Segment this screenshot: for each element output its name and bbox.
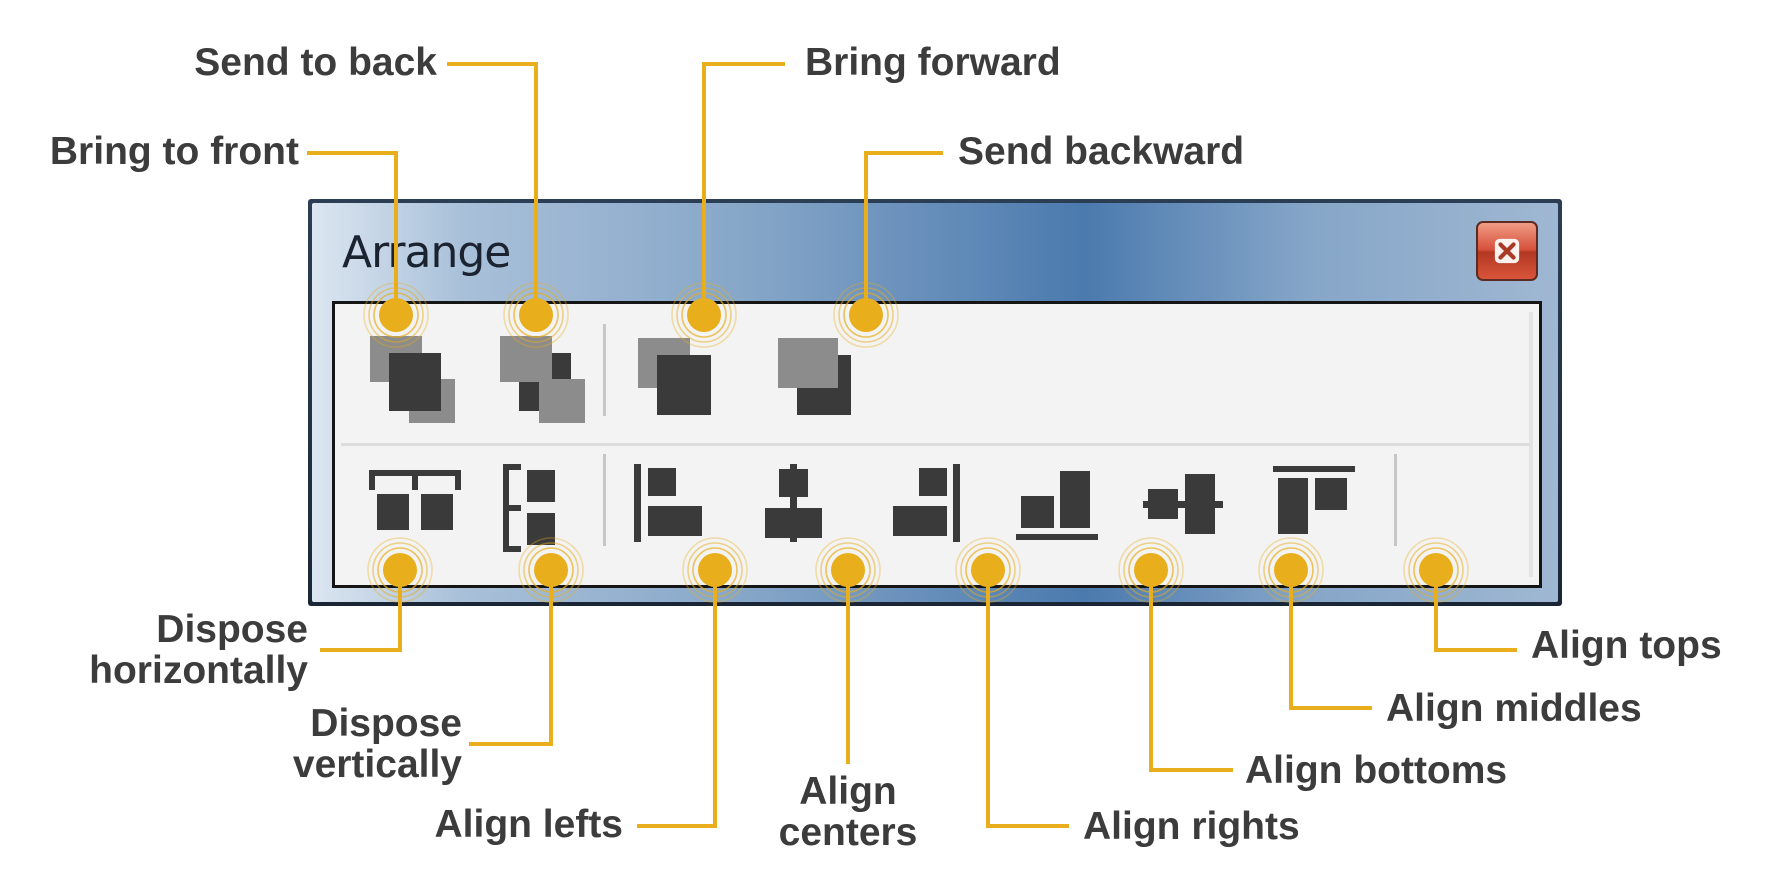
label-align-centers-line-2: centers [778, 811, 918, 854]
panel-scrollbar[interactable] [1529, 312, 1533, 577]
align-middles-button[interactable] [1143, 464, 1243, 564]
align-middles-icon [1143, 474, 1223, 534]
dispose-horizontally-icon [369, 470, 461, 530]
align-bottoms-button[interactable] [1013, 464, 1113, 564]
label-align-lefts: Align lefts [434, 803, 623, 846]
arrange-window: Arrange [308, 199, 1562, 606]
bring-to-front-button[interactable] [367, 333, 467, 433]
close-button[interactable] [1476, 221, 1538, 281]
align-rights-icon [893, 464, 960, 542]
leader-align-lefts [637, 570, 717, 828]
toolbar-panel [332, 301, 1542, 588]
label-dispose-horizontally-line-2: horizontally [89, 649, 308, 692]
send-to-back-icon [500, 336, 585, 423]
window-title: Arrange [342, 227, 511, 278]
label-align-centers: Align centers [748, 771, 948, 853]
label-align-rights: Align rights [1083, 805, 1300, 848]
row-divider [341, 443, 1533, 446]
bring-to-front-icon [370, 336, 455, 423]
label-align-middles: Align middles [1386, 687, 1642, 730]
align-tops-button[interactable] [1270, 464, 1370, 564]
send-backward-icon [778, 338, 851, 415]
label-bring-forward: Bring forward [805, 41, 1061, 84]
label-align-bottoms: Align bottoms [1245, 749, 1508, 792]
send-backward-button[interactable] [775, 333, 875, 433]
align-lefts-icon [634, 464, 702, 542]
label-dispose-horizontally: Dispose horizontally [89, 609, 308, 691]
dispose-vertically-button[interactable] [497, 464, 597, 564]
align-centers-button[interactable] [755, 464, 855, 564]
label-align-centers-line-1: Align [799, 770, 897, 813]
align-lefts-button[interactable] [630, 464, 730, 564]
label-dispose-vertically-line-2: vertically [292, 743, 462, 786]
label-dispose-vertically: Dispose vertically [293, 703, 462, 785]
align-bottoms-icon [1016, 471, 1098, 540]
label-dispose-horizontally-line-1: Dispose [156, 608, 308, 651]
label-send-backward: Send backward [958, 130, 1245, 173]
label-bring-to-front: Bring to front [49, 130, 299, 173]
dispose-vertically-icon [503, 464, 555, 552]
close-icon [1494, 238, 1520, 264]
leader-align-rights [986, 570, 1069, 828]
align-centers-icon [765, 464, 822, 542]
label-dispose-vertically-line-1: Dispose [310, 702, 462, 745]
window-frame: Arrange [312, 203, 1558, 602]
label-send-to-back: Send to back [194, 41, 437, 84]
layout-separator-1 [603, 454, 606, 546]
send-to-back-button[interactable] [497, 333, 597, 433]
bring-forward-button[interactable] [635, 333, 735, 433]
label-align-tops: Align tops [1531, 624, 1722, 667]
bring-forward-icon [638, 338, 711, 415]
order-separator [603, 324, 606, 416]
align-rights-button[interactable] [880, 464, 980, 564]
dispose-horizontally-button[interactable] [365, 464, 465, 564]
layout-separator-2 [1394, 454, 1397, 546]
align-tops-icon [1273, 466, 1355, 534]
